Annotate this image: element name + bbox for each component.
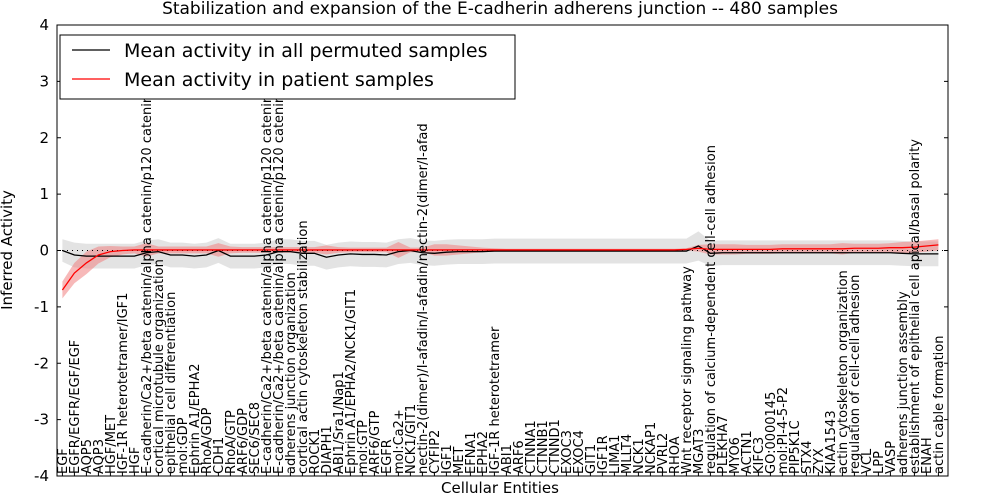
x-tick-label: Ephrin A1/EPHA2 xyxy=(188,363,203,474)
x-tick-label: NCKAP1 xyxy=(644,422,659,474)
x-tick-label: cortical microtubule organization xyxy=(152,259,167,474)
x-tick-label: NCK1 xyxy=(632,438,647,474)
x-tick-labels: EGFEGFR/EGFR/EGF/EGFAQP5AQP3HGF/METIGF-1… xyxy=(56,75,947,476)
x-tick-label: NCK1/GIT1 xyxy=(404,404,419,474)
x-tick-label: SEC6/SEC8 xyxy=(248,402,263,474)
x-tick-label: VCL xyxy=(860,448,875,474)
chart-title: Stabilization and expansion of the E-cad… xyxy=(162,0,838,19)
x-tick-label: adherens junction assembly xyxy=(896,291,911,474)
x-tick-label: EGF xyxy=(56,448,71,474)
x-tick-label: GO:0000145 xyxy=(764,392,779,474)
x-tick-label: establishment of epithelial cell apical/… xyxy=(908,139,923,474)
x-tick-label: CTNNB1 xyxy=(536,420,551,474)
x-tick-label: EGFR/EGFR/EGF/EGF xyxy=(68,340,83,474)
y-tick-label: 0 xyxy=(39,242,49,260)
x-tick-label: CYFIP2 xyxy=(428,430,443,474)
y-tick-label: -3 xyxy=(34,411,49,429)
x-tick-label: LIMA1 xyxy=(608,435,623,474)
x-tick-label: RhoA/GTP xyxy=(224,410,239,474)
x-tick-label: ACTN1 xyxy=(740,430,755,474)
legend: Mean activity in all permuted samples Me… xyxy=(59,34,516,100)
y-tick-label: 1 xyxy=(39,185,49,203)
x-tick-label: ABI1/Sra1/Nap1 xyxy=(332,371,347,474)
confidence-bands xyxy=(62,231,939,299)
x-tick-label: CTNNA1 xyxy=(524,420,539,474)
x-tick-label: PVRL2 xyxy=(656,433,671,474)
plot-area-frame xyxy=(56,24,949,477)
x-tick-label: IGF-1R heterotetramer/IGF1 xyxy=(116,293,131,474)
x-tick-label: KIFC3 xyxy=(752,437,767,474)
x-tick-label: EFNA1 xyxy=(464,431,479,474)
x-tick-label: RhoA/GDP xyxy=(200,407,215,474)
x-tick-label: MLLT4 xyxy=(620,434,635,474)
x-tick-label: VASP xyxy=(884,441,899,474)
x-tick-label: IGF-1R heterotetramer xyxy=(488,326,503,474)
x-tick-label: regulation of calcium-dependent cell-cel… xyxy=(704,145,719,474)
x-tick-label: ABI1 xyxy=(500,444,515,474)
x-tick-label: GIT1 xyxy=(584,444,599,474)
patient-mean-line xyxy=(61,244,939,291)
x-tick-label: ARF6/GDP xyxy=(236,408,251,474)
x-tick-label: E-cadherin/Ca2+/beta catenin/alpha caten… xyxy=(272,75,287,474)
x-tick-label: RHOA xyxy=(668,436,683,474)
x-tick-label: ROCK1 xyxy=(308,429,323,474)
x-tick-label: MGAT3 xyxy=(692,429,707,474)
x-tick-label: MYO6 xyxy=(728,437,743,474)
x-tick-label: IGF1 xyxy=(440,444,455,474)
x-tick-label: E-cadherin/Ca2+/beta catenin/alpha caten… xyxy=(140,75,155,474)
x-tick-label: AQP3 xyxy=(92,439,107,474)
x-tick-label: CDH1 xyxy=(212,437,227,474)
x-tick-label: ENAH xyxy=(920,437,935,474)
x-axis-label: Cellular Entities xyxy=(441,479,559,497)
x-tick-label: mol:PI-4-5-P2 xyxy=(776,387,791,474)
x-tick-label: mol:GTP xyxy=(356,420,371,474)
x-tick-label: CTNND1 xyxy=(548,419,563,474)
x-tick-label: E-cadherin/Ca2+/beta catenin/alpha caten… xyxy=(260,75,275,474)
x-tick-label: Wnt receptor signaling pathway xyxy=(680,266,695,474)
x-tick-label: ARF6 xyxy=(512,440,527,474)
y-tick-label: 3 xyxy=(39,72,49,90)
y-axis-label: Inferred Activity xyxy=(0,190,16,310)
y-tick-label: -1 xyxy=(34,298,49,316)
y-tick-labels: 4 3 2 1 0 -1 -2 -3 -4 xyxy=(34,16,948,485)
series-lines xyxy=(61,244,939,291)
y-tick-label: 4 xyxy=(39,16,49,34)
legend-label-patient: Mean activity in patient samples xyxy=(124,69,434,91)
x-tick-label: ARF6/GTP xyxy=(368,410,383,474)
x-tick-label: cortical actin cytoskeleton stabilizatio… xyxy=(296,220,311,474)
x-tick-label: PLEKHA7 xyxy=(716,415,731,474)
x-tick-label: epithelial cell differentiation xyxy=(164,292,179,474)
y-tick-label: 2 xyxy=(39,129,49,147)
x-tick-label: mol:GDP xyxy=(176,417,191,474)
y-tick-label: -4 xyxy=(34,467,49,485)
x-tick-label: Ephrin A1/EPHA2/NCK1/GIT1 xyxy=(344,289,359,474)
x-tick-label: KIAA1543 xyxy=(824,410,839,474)
legend-label-permuted: Mean activity in all permuted samples xyxy=(124,40,487,62)
y-tick-label: -2 xyxy=(34,354,49,372)
permuted-mean-line xyxy=(62,245,939,258)
x-tick-label: EGFR xyxy=(380,439,395,474)
patient-std-band xyxy=(62,239,939,299)
x-tick-label: IGF1R xyxy=(596,435,611,474)
x-tick-label: ZYX xyxy=(812,448,827,474)
x-tick-label: MET xyxy=(452,447,467,474)
x-tick-label: HGF/MET xyxy=(104,415,119,474)
x-tick-label: regulation of cell-cell adhesion xyxy=(848,275,863,474)
x-tick-label: DIAPH1 xyxy=(320,425,335,474)
x-tick-label: LPP xyxy=(872,451,887,474)
x-tick-label: EXOC3 xyxy=(560,430,575,474)
x-tick-label: adherens junction organization xyxy=(284,272,299,474)
x-tick-label: PIP5K1C xyxy=(788,420,803,474)
x-tick-label: EPHA2 xyxy=(476,431,491,474)
x-tick-label: EXOC4 xyxy=(572,430,587,474)
x-tick-label: mol:Ca2+ xyxy=(392,409,407,474)
x-tick-label: HGF xyxy=(128,447,143,474)
x-tick-label: nectin-2(dimer)/I-afadin/I-afadin/nectin… xyxy=(416,123,431,474)
x-tick-label: actin cytoskeleton organization xyxy=(836,270,851,474)
x-tick-label: STX4 xyxy=(800,441,815,474)
x-tick-label: AQP5 xyxy=(80,439,95,474)
x-tick-label: actin cable formation xyxy=(932,336,947,474)
